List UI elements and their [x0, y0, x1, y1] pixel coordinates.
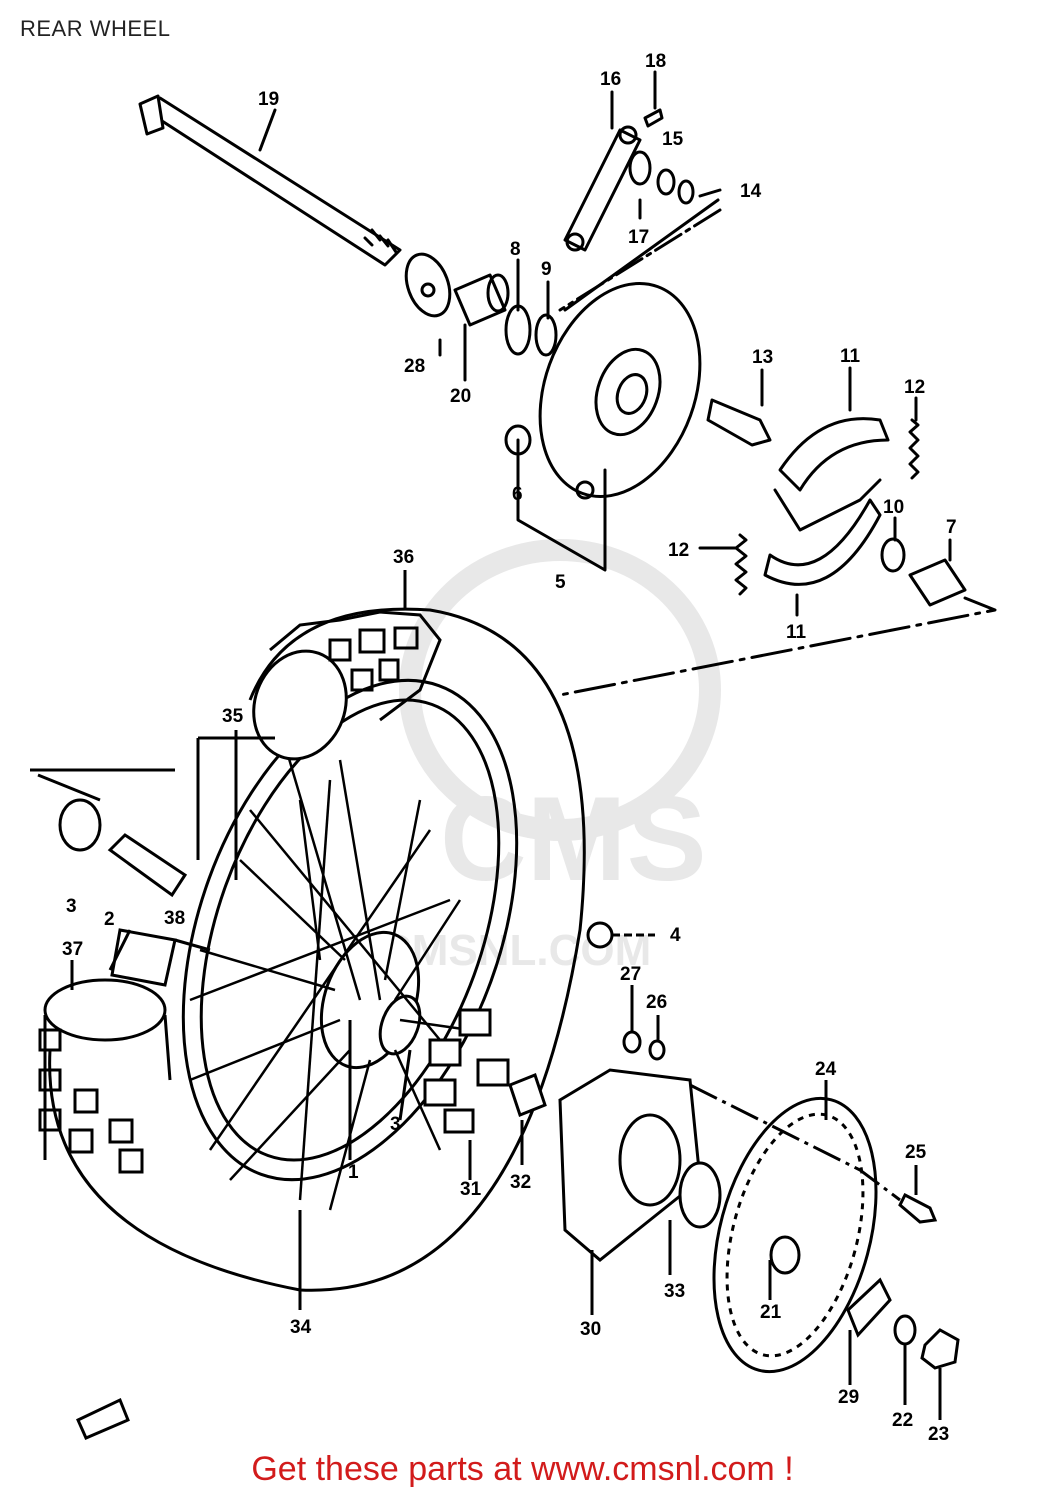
- callout-9: 9: [541, 259, 552, 280]
- axle-part-19[interactable]: [138, 94, 402, 267]
- sprocket-part-24[interactable]: [686, 1080, 903, 1389]
- washer-part-10[interactable]: [880, 537, 906, 573]
- dampers-part-31[interactable]: [423, 1008, 510, 1134]
- sprocket-carrier-part-30[interactable]: [558, 1068, 702, 1262]
- bearing-part-9[interactable]: [534, 313, 558, 357]
- tread: [269, 610, 442, 722]
- spring-part-12[interactable]: [908, 418, 920, 480]
- callout-35: 35: [222, 706, 244, 727]
- brake-panel-part-5[interactable]: [512, 261, 728, 519]
- callout-27: 27: [620, 964, 641, 985]
- callout-16: 16: [600, 69, 621, 90]
- washer-part-15[interactable]: [656, 168, 676, 196]
- rear-wheel-assembly[interactable]: [30, 607, 655, 1292]
- spokes-part-35: [189, 744, 471, 1211]
- brake-cam-part-13[interactable]: [706, 398, 772, 447]
- callout-14: 14: [740, 181, 762, 202]
- callout-36: 36: [393, 547, 414, 568]
- callout-34: 34: [290, 1317, 312, 1338]
- bearing-part-3b: [58, 798, 102, 852]
- callout-23: 23: [928, 1424, 949, 1445]
- rim: [181, 678, 519, 1182]
- callout-17: 17: [628, 227, 649, 248]
- tyre-part-34: [48, 607, 586, 1292]
- collar-part-32[interactable]: [508, 1073, 547, 1117]
- watermark: CMS CMSNL.COM: [380, 539, 721, 975]
- inner-tube-part-36: [252, 649, 348, 761]
- nut-part-23[interactable]: [920, 1328, 960, 1370]
- collar-part-7[interactable]: [908, 558, 967, 607]
- callout-2: 2: [104, 909, 115, 930]
- rim-band-part-37: [38, 978, 172, 1174]
- callout-11b: 11: [786, 622, 807, 643]
- callout-30: 30: [580, 1319, 601, 1340]
- callout-13: 13: [752, 347, 773, 368]
- callout-25: 25: [905, 1142, 927, 1163]
- cap-part-4: [586, 921, 614, 949]
- callout-19: 19: [258, 89, 279, 110]
- callout-3b: 3: [390, 1114, 401, 1135]
- callout-21: 21: [760, 1302, 782, 1323]
- circlip-part-14[interactable]: [677, 179, 695, 205]
- washer-part-17[interactable]: [628, 150, 652, 186]
- callout-3a: 3: [66, 896, 77, 917]
- oil-seal-part-8[interactable]: [504, 304, 532, 356]
- callout-31: 31: [460, 1179, 482, 1200]
- callout-15: 15: [662, 129, 684, 150]
- callout-38: 38: [164, 908, 185, 929]
- chain-adjuster-part-28[interactable]: [398, 248, 457, 322]
- callout-26: 26: [646, 992, 667, 1013]
- callout-24: 24: [815, 1059, 837, 1080]
- washer-part-26[interactable]: [648, 1039, 666, 1061]
- callout-18: 18: [645, 51, 666, 72]
- brake-shoe-part-11b[interactable]: [763, 498, 882, 586]
- callout-33: 33: [664, 1281, 685, 1302]
- washer-part-22[interactable]: [893, 1314, 917, 1346]
- nut-part-27[interactable]: [622, 1030, 642, 1054]
- bolt-part-25[interactable]: [898, 1192, 938, 1224]
- callout-32: 32: [510, 1172, 531, 1193]
- page-title: REAR WHEEL: [20, 16, 171, 41]
- bolt-part-18[interactable]: [643, 108, 664, 128]
- callout-6: 6: [512, 484, 523, 505]
- wheel-bearing-part-3: [378, 994, 422, 1056]
- watermark-brand: CMS: [440, 772, 707, 906]
- callout-37: 37: [62, 939, 83, 960]
- spring-part-12b[interactable]: [734, 533, 748, 596]
- callout-4: 4: [670, 925, 681, 946]
- callout-5: 5: [555, 572, 566, 593]
- callout-20: 20: [450, 386, 471, 407]
- callout-10: 10: [883, 497, 904, 518]
- callout-7: 7: [946, 517, 957, 538]
- callout-labels: 19 16 18 15 14 17 8 9 28 20 13 11 12 6 1…: [62, 51, 957, 1445]
- lock-washer-part-29[interactable]: [846, 1277, 892, 1338]
- callout-28: 28: [404, 356, 425, 377]
- direction-arrow-icon: [76, 1397, 130, 1440]
- spacer-part-2: [107, 833, 188, 898]
- spacer-part-20[interactable]: [453, 273, 510, 327]
- brake-cam-lever-part-16[interactable]: [563, 125, 642, 252]
- callout-29: 29: [838, 1387, 859, 1408]
- callout-22: 22: [892, 1410, 913, 1431]
- callout-12a: 12: [904, 377, 925, 398]
- brake-shoe-part-11[interactable]: [773, 417, 890, 532]
- footer-parts-link[interactable]: Get these parts at www.cmsnl.com !: [251, 1450, 794, 1488]
- valve-part-38: [110, 928, 177, 987]
- callout-11a: 11: [840, 346, 861, 367]
- callout-8: 8: [510, 239, 521, 260]
- callout-12b: 12: [668, 540, 689, 561]
- bearing-part-33[interactable]: [678, 1161, 722, 1229]
- callout-1: 1: [348, 1162, 359, 1183]
